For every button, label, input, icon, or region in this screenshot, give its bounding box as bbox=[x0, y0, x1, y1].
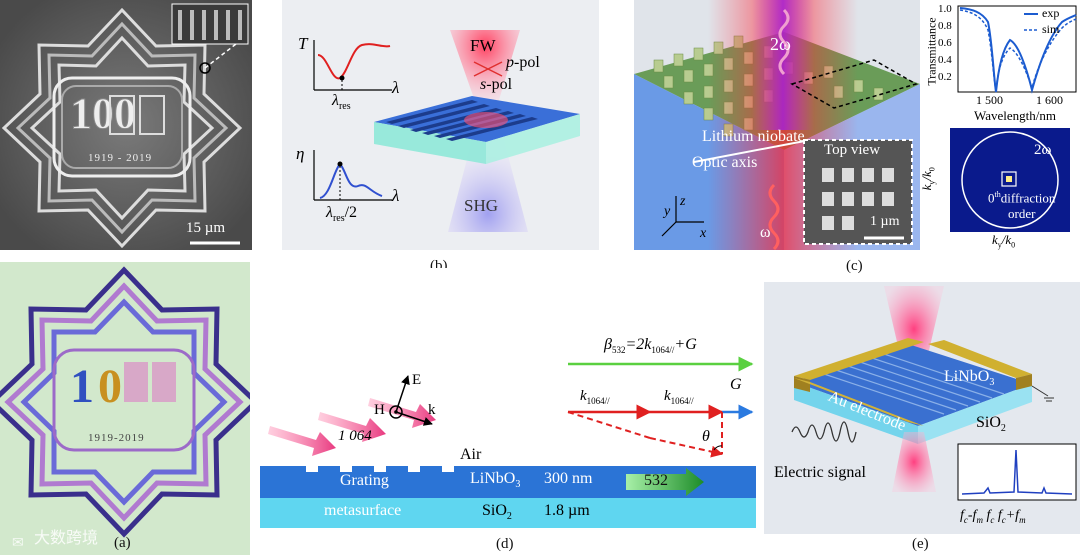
legend-sim: sim bbox=[1042, 22, 1060, 36]
k-diffraction-label: 0thdiffraction bbox=[988, 190, 1056, 206]
chart-xlabel: Wavelength/nm bbox=[974, 108, 1056, 123]
shg-beam bbox=[448, 140, 528, 232]
h-label: H bbox=[374, 402, 385, 418]
exp-line bbox=[959, 7, 1077, 94]
ytick-3: 0.6 bbox=[938, 37, 952, 49]
au-electrode-right bbox=[928, 340, 1032, 378]
panel-e-label: (e) bbox=[912, 536, 929, 552]
panel-c-chart: Transmittance 1.0 0.8 0.6 0.4 0.2 1 500 … bbox=[922, 0, 1080, 124]
wavelength-label: 1 064 bbox=[338, 428, 372, 444]
c-scale: 1 µm bbox=[870, 214, 900, 229]
panel-b-diagram bbox=[313, 30, 580, 232]
fw-label: FW bbox=[470, 36, 496, 55]
eta-curve bbox=[319, 162, 383, 199]
c-axis-y: y bbox=[664, 204, 671, 219]
metasurface-label: metasurface bbox=[324, 502, 402, 519]
panel-e-diagram bbox=[791, 286, 1077, 501]
au-electrode-left bbox=[794, 338, 924, 380]
optical-year-text: 1919-2019 bbox=[88, 432, 145, 444]
purple-beam bbox=[752, 0, 814, 130]
panel-d-label: (d) bbox=[496, 536, 514, 552]
e-electric-label: Electric signal bbox=[774, 464, 866, 481]
optical-star-image: 1 0 ✉ bbox=[0, 262, 250, 555]
sio2-layer bbox=[260, 498, 756, 528]
panel-c-label: (c) bbox=[846, 258, 863, 274]
eta-lambda-label: λ bbox=[392, 186, 400, 205]
lambda-res-label: λres bbox=[332, 92, 351, 113]
lambda-res-half-label: λres/2 bbox=[326, 204, 358, 225]
e-sio2-label: SiO2 bbox=[976, 414, 1006, 435]
c-axis-z: z bbox=[680, 194, 686, 209]
ytick-2: 0.8 bbox=[938, 20, 952, 32]
kspace-image bbox=[950, 128, 1070, 232]
p-pol-label: p-pol bbox=[506, 54, 540, 71]
panel-b: T λ λres η λ λres/2 FW p-pol s-pol SHG bbox=[282, 0, 599, 250]
green-532-label: 532 bbox=[644, 472, 668, 489]
grating-label: Grating bbox=[340, 472, 389, 489]
panel-a-sem: 100 1919 - 2019 15 µm bbox=[0, 0, 252, 250]
electric-wave bbox=[791, 421, 857, 443]
sio2-label: SiO2 bbox=[482, 502, 512, 523]
panel-a-label: (a) bbox=[114, 535, 131, 551]
linbo3-label: LiNbO3 bbox=[470, 470, 521, 491]
ky-label: ky/k0 bbox=[922, 167, 937, 190]
theta-label: θ bbox=[702, 428, 710, 445]
panel-c-kspace: 2ω 0thdiffraction order ky/k0 ky/k0 bbox=[922, 126, 1080, 250]
thickness-300-label: 300 nm bbox=[544, 470, 593, 487]
e-bottom-beam bbox=[892, 432, 936, 492]
spectrum-line bbox=[961, 449, 1073, 495]
sem-year-text: 1919 - 2019 bbox=[88, 152, 153, 164]
k2-label: k1064// bbox=[664, 388, 694, 406]
panel-d: β532=2k1064//+G k1064// k1064// G θ E H … bbox=[256, 268, 756, 536]
ytick-5: 0.2 bbox=[938, 71, 952, 83]
panel-c-diagram bbox=[634, 0, 920, 250]
s-pol-label: s-pol bbox=[480, 76, 513, 93]
e-linbo3-label: LiNbO3 bbox=[944, 368, 995, 389]
air-label: Air bbox=[460, 446, 482, 463]
e-freq-labels: fc-fm fc fc+fm bbox=[960, 508, 1026, 525]
k-order-label: order bbox=[1008, 206, 1036, 221]
eta-axis-label: η bbox=[296, 144, 305, 163]
k-two-omega: 2ω bbox=[1034, 142, 1052, 158]
k1-label: k1064// bbox=[580, 388, 610, 406]
watermark-icon: ✉ bbox=[12, 536, 24, 551]
panel-d-diagram bbox=[260, 356, 756, 528]
sem-star-image: 100 bbox=[0, 0, 252, 250]
e-label: E bbox=[412, 372, 422, 388]
svg-text:0: 0 bbox=[98, 360, 122, 413]
panel-c-main: 2ω ω Lithium niobate Optic axis Top view… bbox=[634, 0, 920, 250]
kx-label: ky/k0 bbox=[992, 232, 1016, 250]
c-top-view: Top view bbox=[824, 142, 881, 158]
c-two-omega: 2ω bbox=[770, 34, 791, 54]
shg-label: SHG bbox=[464, 196, 499, 215]
watermark-text: 大数跨境 bbox=[34, 528, 99, 547]
legend-exp: exp bbox=[1042, 6, 1060, 20]
c-axis-x: x bbox=[700, 226, 707, 241]
t-lambda-label: λ bbox=[392, 78, 400, 97]
c-lithium-niobate: Lithium niobate bbox=[702, 128, 805, 145]
t-curve bbox=[317, 43, 391, 80]
sim-line bbox=[959, 9, 1077, 91]
optical-100-text: 1 bbox=[70, 360, 94, 413]
xtick-1: 1 500 bbox=[976, 93, 1003, 107]
c-optic-axis: Optic axis bbox=[692, 154, 758, 171]
g-label: G bbox=[730, 376, 742, 393]
thickness-18-label: 1.8 µm bbox=[544, 502, 590, 519]
transmittance-chart bbox=[957, 5, 1077, 94]
sem-scalebar-label: 15 µm bbox=[186, 220, 226, 236]
c-omega: ω bbox=[760, 224, 771, 241]
panel-a-optical: 1 0 ✉ 1919-2019 大数跨境 bbox=[0, 262, 250, 555]
beta-label: β532=2k1064//+G bbox=[604, 336, 697, 356]
panel-e: Au electrode LiNbO3 SiO2 Electric signal… bbox=[764, 282, 1080, 534]
xtick-2: 1 600 bbox=[1036, 93, 1063, 107]
ytick-4: 0.4 bbox=[938, 54, 952, 66]
t-axis-label: T bbox=[298, 34, 308, 53]
ytick-1: 1.0 bbox=[938, 3, 952, 15]
k-label: k bbox=[428, 402, 436, 418]
